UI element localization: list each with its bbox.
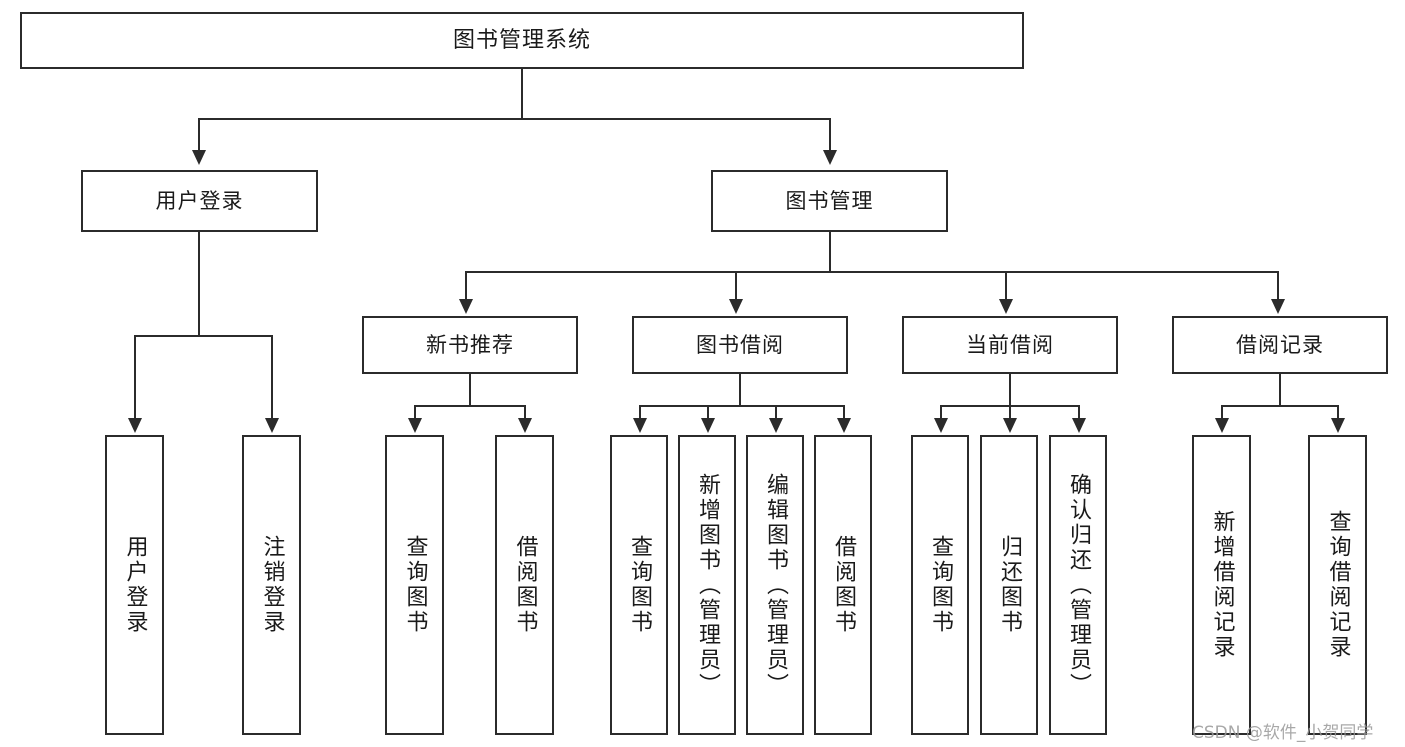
connector-borrow-record-rail (1221, 405, 1338, 407)
node-label: 查询借阅记录 (1325, 510, 1351, 660)
connector-book-manage-drop-3 (1005, 271, 1007, 301)
connector-book-manage-rail (465, 271, 1279, 273)
node-label: 新书推荐 (426, 332, 514, 357)
arrowhead-current-borrow-leaf-2 (1003, 418, 1017, 433)
node-book-management[interactable]: 图书管理 (711, 170, 948, 232)
connector-current-borrow-stem (1009, 374, 1011, 406)
connector-user-login-drop-2 (271, 335, 273, 420)
node-label: 图书管理 (785, 188, 874, 213)
arrowhead-current-borrow-leaf-1 (934, 418, 948, 433)
node-new-book-recommend[interactable]: 新书推荐 (362, 316, 578, 374)
node-root-system[interactable]: 图书管理系统 (20, 12, 1024, 69)
leaf-borrow-record-query[interactable]: 查询借阅记录 (1308, 435, 1367, 735)
node-label: 编辑图书（管理员） (763, 472, 788, 698)
arrowhead-new-book-leaf-1 (408, 418, 422, 433)
leaf-current-borrow-return[interactable]: 归还图书 (980, 435, 1038, 735)
node-label: 借阅图书 (831, 535, 856, 635)
node-book-borrow[interactable]: 图书借阅 (632, 316, 848, 374)
connector-new-book-drop-1 (414, 405, 416, 421)
arrowhead-new-book-leaf-2 (518, 418, 532, 433)
node-label: 确认归还（管理员） (1066, 472, 1091, 698)
connector-root-rail (198, 118, 830, 120)
arrowhead-to-borrow-record (1271, 299, 1285, 314)
node-label: 用户登录 (155, 188, 244, 213)
connector-book-manage-drop-4 (1277, 271, 1279, 301)
leaf-user-login-login[interactable]: 用户登录 (105, 435, 164, 735)
connector-root-stem (521, 69, 523, 118)
arrowhead-borrow-record-leaf-1 (1215, 418, 1229, 433)
connector-book-borrow-drop-4 (843, 405, 845, 421)
node-label: 新增图书（管理员） (695, 472, 720, 698)
connector-root-drop-left (198, 118, 200, 153)
connector-book-manage-drop-1 (465, 271, 467, 301)
leaf-book-borrow-add[interactable]: 新增图书（管理员） (678, 435, 736, 735)
connector-borrow-record-drop-1 (1221, 405, 1223, 421)
connector-book-borrow-drop-3 (775, 405, 777, 421)
connector-current-borrow-drop-1 (940, 405, 942, 421)
connector-new-book-stem (469, 374, 471, 406)
node-label: 查询图书 (402, 535, 428, 635)
node-label: 用户登录 (122, 535, 148, 635)
node-label: 新增借阅记录 (1209, 510, 1235, 660)
connector-book-manage-stem (829, 232, 831, 272)
arrowhead-to-user-login (192, 150, 206, 165)
leaf-new-book-query[interactable]: 查询图书 (385, 435, 444, 735)
connector-user-login-rail (134, 335, 271, 337)
connector-borrow-record-drop-2 (1337, 405, 1339, 421)
arrowhead-to-current-borrow (999, 299, 1013, 314)
arrowhead-user-login-leaf-2 (265, 418, 279, 433)
leaf-user-login-logout[interactable]: 注销登录 (242, 435, 301, 735)
connector-user-login-stem (198, 232, 200, 335)
node-label: 归还图书 (997, 535, 1022, 635)
arrowhead-book-borrow-leaf-4 (837, 418, 851, 433)
arrowhead-book-borrow-leaf-1 (633, 418, 647, 433)
node-borrow-record[interactable]: 借阅记录 (1172, 316, 1388, 374)
node-label: 查询图书 (627, 535, 652, 635)
node-label: 查询图书 (928, 535, 953, 635)
connector-book-borrow-rail (639, 405, 845, 407)
node-label: 借阅图书 (512, 535, 538, 635)
connector-book-borrow-stem (739, 374, 741, 406)
arrowhead-book-borrow-leaf-2 (701, 418, 715, 433)
node-user-login[interactable]: 用户登录 (81, 170, 318, 232)
connector-book-borrow-drop-1 (639, 405, 641, 421)
leaf-borrow-record-add[interactable]: 新增借阅记录 (1192, 435, 1251, 735)
node-current-borrow[interactable]: 当前借阅 (902, 316, 1118, 374)
connector-user-login-drop-1 (134, 335, 136, 420)
connector-book-manage-drop-2 (735, 271, 737, 301)
arrowhead-book-borrow-leaf-3 (769, 418, 783, 433)
connector-new-book-rail (414, 405, 525, 407)
arrowhead-current-borrow-leaf-3 (1072, 418, 1086, 433)
arrowhead-to-new-book (459, 299, 473, 314)
node-label: 借阅记录 (1236, 332, 1324, 357)
node-label: 当前借阅 (966, 332, 1054, 357)
arrowhead-to-book-borrow (729, 299, 743, 314)
arrowhead-to-book-manage (823, 150, 837, 165)
connector-root-drop-right (829, 118, 831, 153)
connector-book-borrow-drop-2 (707, 405, 709, 421)
leaf-new-book-borrow[interactable]: 借阅图书 (495, 435, 554, 735)
leaf-current-borrow-query[interactable]: 查询图书 (911, 435, 969, 735)
node-label: 图书管理系统 (452, 27, 591, 53)
node-label: 图书借阅 (696, 332, 784, 357)
leaf-book-borrow-query[interactable]: 查询图书 (610, 435, 668, 735)
leaf-book-borrow-borrow[interactable]: 借阅图书 (814, 435, 872, 735)
node-label: 注销登录 (259, 535, 285, 635)
arrowhead-borrow-record-leaf-2 (1331, 418, 1345, 433)
connector-borrow-record-stem (1279, 374, 1281, 406)
arrowhead-user-login-leaf-1 (128, 418, 142, 433)
connector-current-borrow-drop-2 (1009, 405, 1011, 421)
leaf-book-borrow-edit[interactable]: 编辑图书（管理员） (746, 435, 804, 735)
connector-new-book-drop-2 (524, 405, 526, 421)
connector-current-borrow-drop-3 (1078, 405, 1080, 421)
leaf-current-borrow-confirm[interactable]: 确认归还（管理员） (1049, 435, 1107, 735)
